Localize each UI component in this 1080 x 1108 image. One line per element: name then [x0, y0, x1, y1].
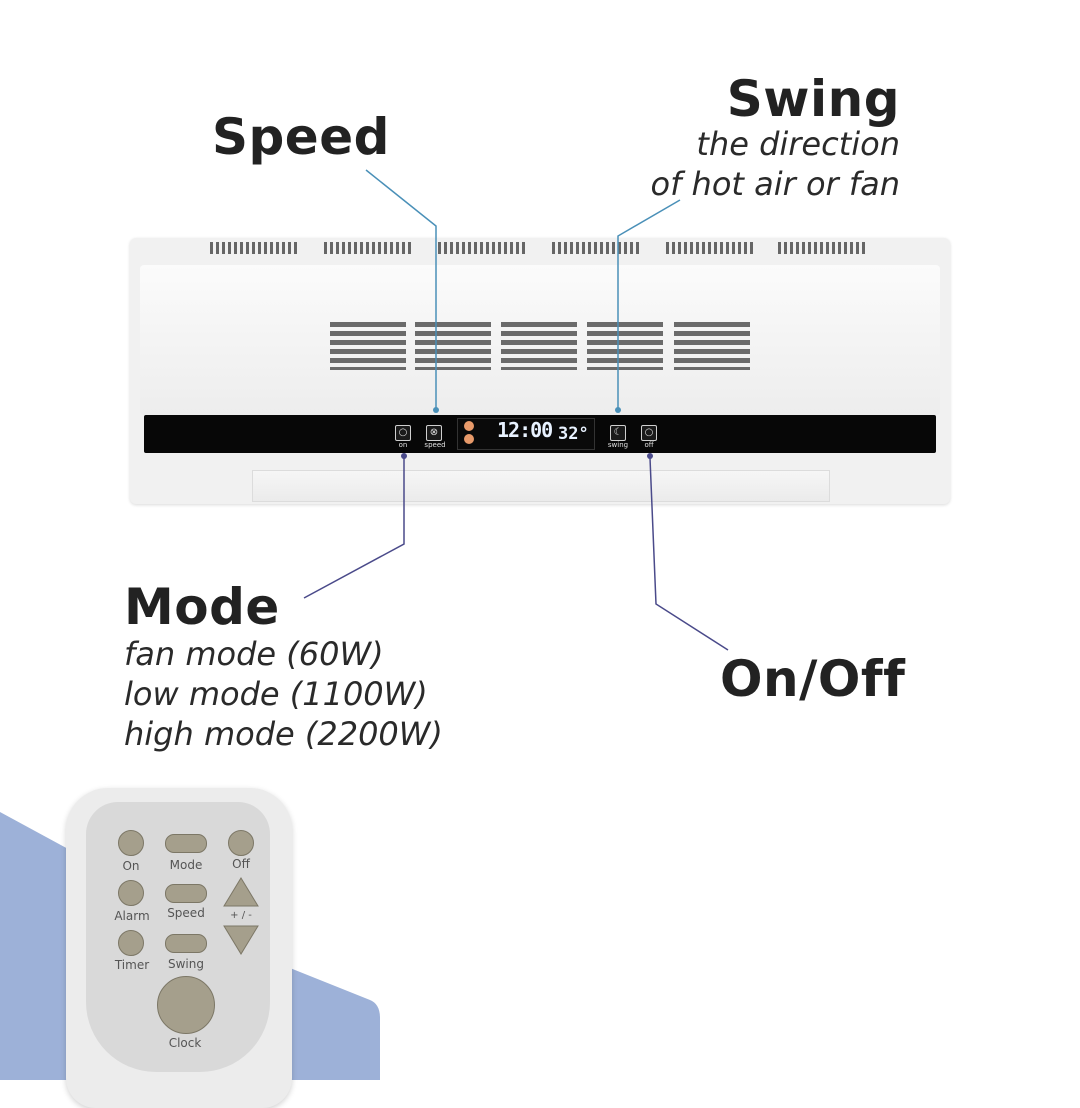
mode-desc-line: low mode (1100W)	[124, 675, 428, 713]
swing-desc-line: the direction	[696, 125, 900, 163]
speed-leader	[365, 169, 437, 408]
panel-off-label: off	[644, 441, 654, 449]
speed-title: Speed	[212, 108, 390, 166]
onoff-leader	[649, 457, 729, 651]
swing-leader	[617, 199, 681, 408]
panel-speed-label: speed	[424, 441, 446, 449]
remote-mode-label: Mode	[169, 858, 203, 872]
remote-alarm-button[interactable]	[118, 880, 144, 906]
top-vent	[324, 242, 414, 254]
mode-desc-line: high mode (2200W)	[124, 715, 443, 753]
lower-vent	[252, 470, 830, 502]
led-display	[457, 418, 595, 450]
heater-grille	[587, 322, 663, 370]
heater-grille	[501, 322, 577, 370]
mode-desc-line: fan mode (60W)	[124, 635, 384, 673]
top-vent	[778, 242, 868, 254]
remote-clock-button[interactable]	[157, 976, 215, 1034]
top-vent	[210, 242, 300, 254]
panel-off-button[interactable]: ○	[641, 425, 657, 441]
swing-desc-line: of hot air or fan	[650, 165, 900, 203]
panel-swing-label: swing	[607, 441, 629, 449]
remote-swing-label: Swing	[168, 957, 204, 971]
remote-mode-button[interactable]	[165, 834, 207, 853]
panel-swing-button[interactable]: ☾	[610, 425, 626, 441]
panel-speed-button[interactable]: ⊗	[426, 425, 442, 441]
remote-off-button[interactable]	[228, 830, 254, 856]
remote-speed-label: Speed	[167, 906, 205, 920]
remote-plus-minus-label: + / -	[230, 910, 252, 921]
remote-off-label: Off	[232, 857, 250, 871]
mode-title: Mode	[124, 578, 280, 636]
remote-swing-button[interactable]	[165, 934, 207, 953]
leader-lines	[303, 169, 729, 651]
top-vent	[666, 242, 756, 254]
mode-leader	[303, 458, 405, 599]
swing-title: Swing	[726, 70, 900, 128]
remote-on-label: On	[122, 859, 140, 873]
remote-clock-label: Clock	[168, 1036, 202, 1050]
temperature-readout: 32°	[558, 424, 589, 444]
indicator-led	[464, 421, 474, 431]
panel-on-label: on	[398, 441, 408, 449]
heater-grille	[330, 322, 406, 370]
remote-minus-button[interactable]	[222, 924, 260, 956]
heater-grille	[674, 322, 750, 370]
swing-description: the direction of hot air or fan	[651, 124, 900, 204]
clock-readout: 12:00	[497, 418, 553, 442]
remote-plus-button[interactable]	[222, 876, 260, 908]
onoff-title: On/Off	[720, 650, 906, 708]
remote-speed-button[interactable]	[165, 884, 207, 903]
remote-alarm-label: Alarm	[114, 909, 150, 923]
heater-grille	[415, 322, 491, 370]
background-shape	[0, 812, 380, 1080]
indicator-led	[464, 434, 474, 444]
top-vent	[438, 242, 528, 254]
top-vent	[552, 242, 642, 254]
remote-on-button[interactable]	[118, 830, 144, 856]
remote-timer-button[interactable]	[118, 930, 144, 956]
remote-timer-label: Timer	[114, 958, 150, 972]
panel-on-button[interactable]: ○	[395, 425, 411, 441]
mode-description: fan mode (60W) low mode (1100W) high mod…	[124, 634, 443, 754]
